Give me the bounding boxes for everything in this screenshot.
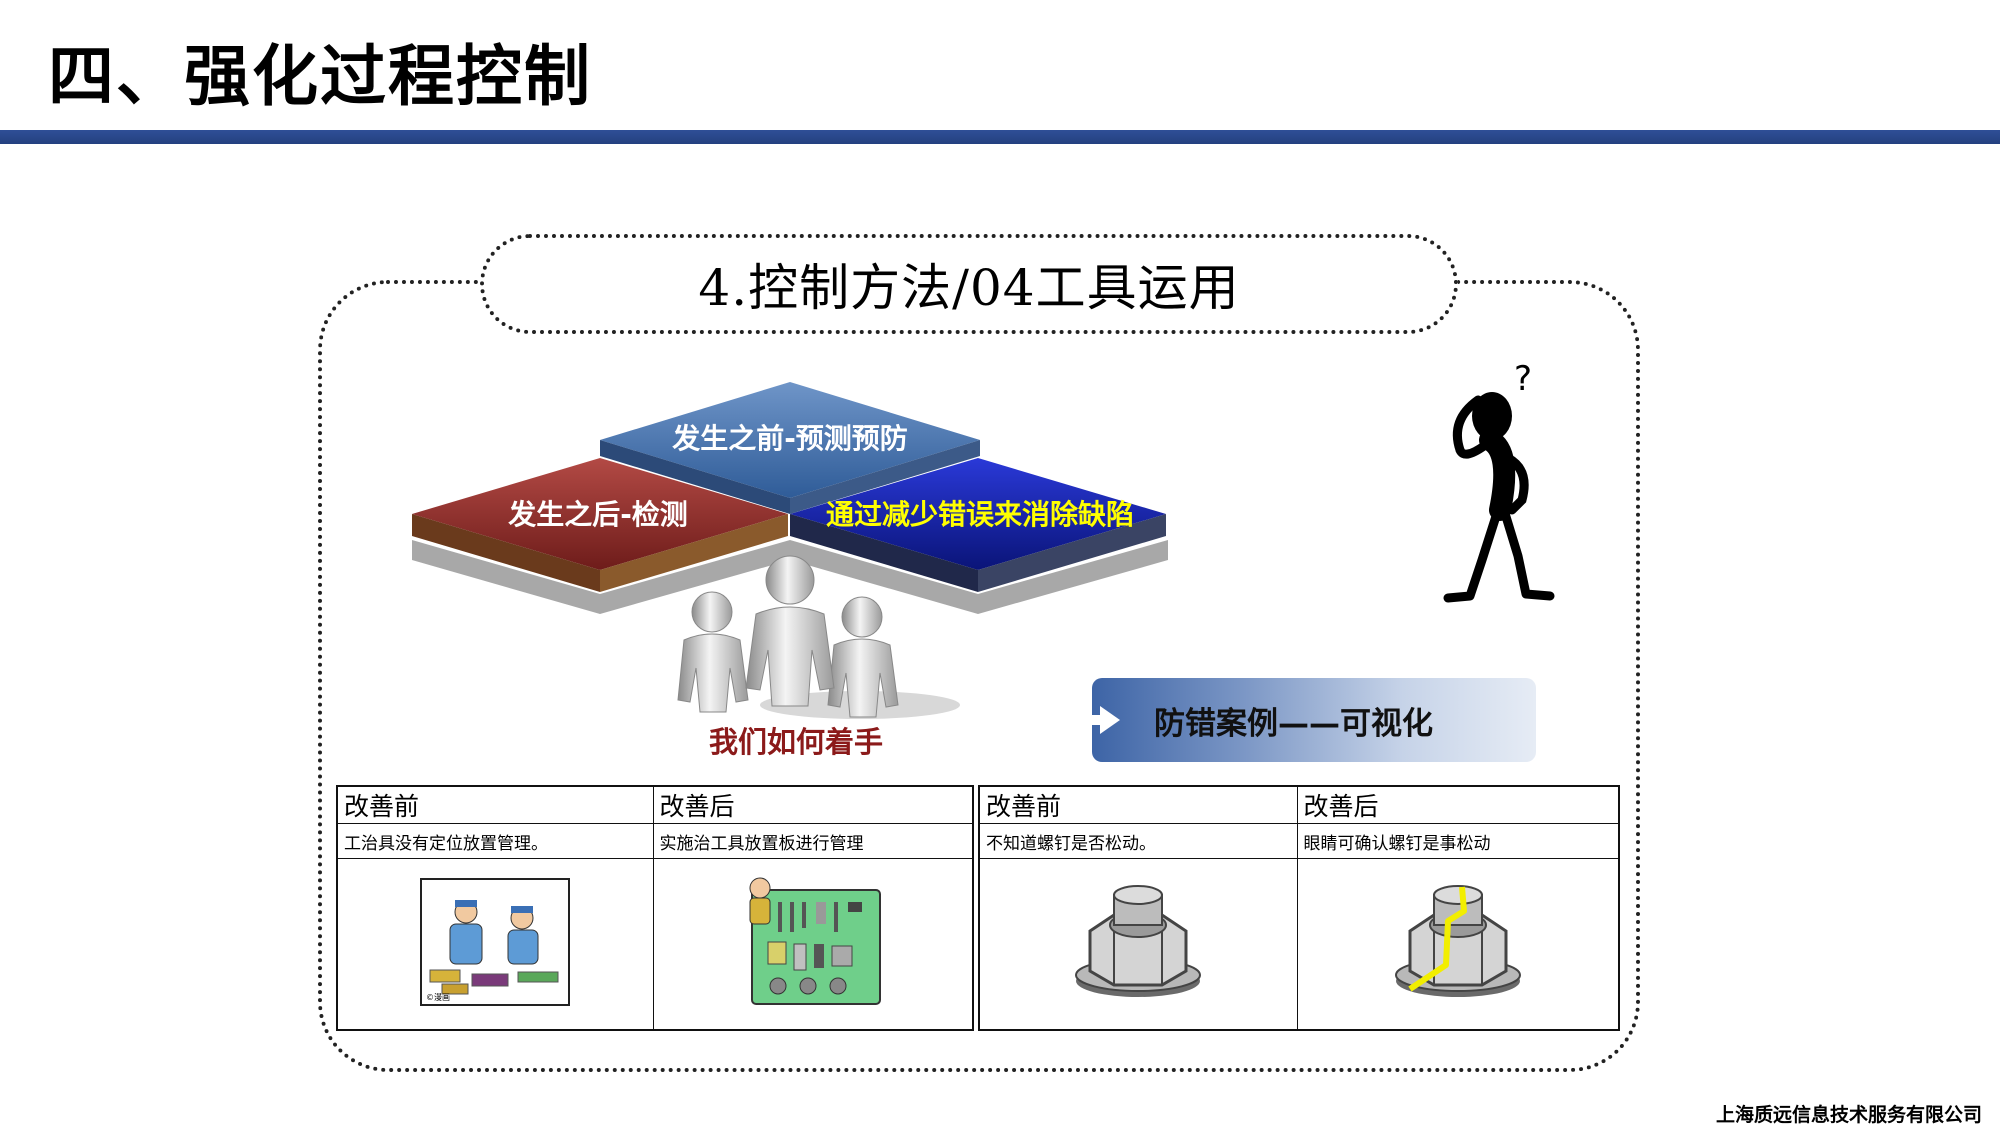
slide-title: 四、强化过程控制 bbox=[48, 38, 592, 115]
tile-before-occurrence bbox=[600, 382, 980, 514]
case-banner-label: 防错案例——可视化 bbox=[1154, 706, 1433, 742]
hex-nut-icon bbox=[1075, 885, 1202, 997]
header-before: 改善前 bbox=[336, 785, 654, 824]
footer-company-name: 上海质远信息技术服务有限公司 bbox=[1715, 1104, 1982, 1126]
people-caption: 我们如何着手 bbox=[709, 725, 883, 759]
header-before: 改善前 bbox=[978, 785, 1298, 824]
tile-reduce-errors bbox=[790, 458, 1166, 592]
desc-before: 不知道螺钉是否松动。 bbox=[978, 823, 1298, 859]
comparison-table-tools: 改善前 改善后 工治具没有定位放置管理。 实施治工具放置板进行管理 ©漫画 bbox=[336, 785, 974, 1031]
cartoon-stamp-text: ©漫画 bbox=[426, 992, 450, 1002]
arrow-right-icon bbox=[1100, 706, 1120, 734]
tile-after-occurrence bbox=[412, 458, 788, 592]
tile-label-reduce: 通过减少错误来消除缺陷 bbox=[826, 498, 1134, 531]
tile-label-after: 发生之后-检测 bbox=[507, 498, 688, 531]
hex-nut-marked-icon bbox=[1394, 885, 1521, 997]
image-cell-before: ©漫画 bbox=[336, 858, 654, 1031]
section-header-pill: 4.控制方法/04工具运用 bbox=[480, 234, 1458, 334]
image-cell-after bbox=[652, 858, 974, 1031]
people-group-icon bbox=[677, 555, 960, 719]
thinking-person-icon: ? ? bbox=[1443, 360, 1555, 603]
title-underline-bar bbox=[0, 130, 2000, 144]
image-cell-before bbox=[978, 858, 1298, 1031]
desc-after: 实施治工具放置板进行管理 bbox=[652, 823, 974, 859]
header-after: 改善后 bbox=[652, 785, 974, 824]
workers-messy-tools-cartoon: ©漫画 bbox=[420, 878, 571, 1006]
svg-text:?: ? bbox=[1514, 360, 1532, 399]
image-cell-after bbox=[1296, 858, 1620, 1031]
case-banner: 防错案例——可视化 bbox=[1092, 678, 1536, 762]
header-after: 改善后 bbox=[1296, 785, 1620, 824]
comparison-table-screws: 改善前 改善后 不知道螺钉是否松动。 眼睛可确认螺钉是事松动 bbox=[978, 785, 1620, 1031]
tool-pegboard-cartoon bbox=[749, 877, 881, 1005]
tile-base-slab bbox=[412, 540, 1168, 614]
desc-before: 工治具没有定位放置管理。 bbox=[336, 823, 654, 859]
section-header-text: 4.控制方法/04工具运用 bbox=[698, 259, 1240, 317]
tile-label-before: 发生之前-预测预防 bbox=[671, 422, 908, 455]
desc-after: 眼睛可确认螺钉是事松动 bbox=[1296, 823, 1620, 859]
